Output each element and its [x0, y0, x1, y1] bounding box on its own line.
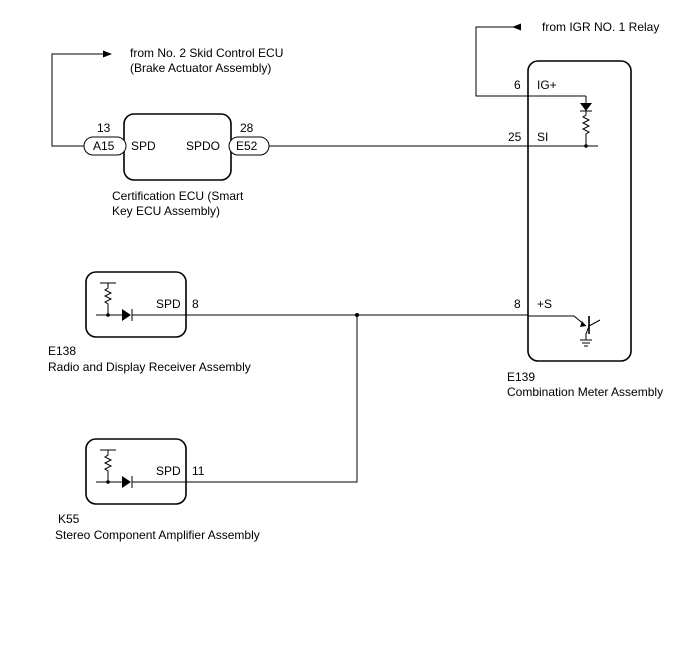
- meter-name-label: Combination Meter Assembly: [507, 385, 663, 399]
- skid-control-source: from No. 2 Skid Control ECU (Brake Actua…: [51, 46, 283, 147]
- resistor-icon: [581, 111, 591, 146]
- terminal-ig-label: IG+: [537, 78, 557, 92]
- amp-terminal-label: SPD: [156, 464, 181, 478]
- certification-ecu-caption-2: Key ECU Assembly): [112, 204, 220, 218]
- junction-dot: [584, 144, 588, 148]
- resistor-icon: [103, 283, 113, 315]
- radio-name-label: Radio and Display Receiver Assembly: [48, 360, 251, 374]
- amp-code-label: K55: [58, 512, 80, 526]
- radio-terminal-label: SPD: [156, 297, 181, 311]
- radio-receiver-box: [85, 271, 187, 338]
- transistor-icon: [528, 315, 601, 340]
- wire-amp-branch: [132, 315, 358, 483]
- terminal-si-label: SI: [537, 130, 548, 144]
- certification-ecu: A15 13 SPD SPDO E52 28 Certification ECU…: [83, 113, 270, 218]
- terminal-spd-label: SPD: [131, 139, 156, 153]
- pin-13-label: 13: [97, 121, 111, 135]
- certification-ecu-caption-1: Certification ECU (Smart: [112, 189, 244, 203]
- meter-code-label: E139: [507, 370, 535, 384]
- junction-dot: [106, 313, 110, 317]
- arrow-icon: [512, 23, 521, 31]
- amp-pin-label: 11: [192, 464, 205, 478]
- skid-source-label-2: (Brake Actuator Assembly): [130, 61, 271, 75]
- stereo-amplifier-box: [85, 438, 187, 505]
- combination-meter-box: [527, 60, 632, 362]
- radio-code-label: E138: [48, 344, 76, 358]
- radio-pin-label: 8: [192, 297, 199, 311]
- wire-igr: [475, 26, 586, 97]
- pin-25-label: 25: [508, 130, 522, 144]
- radio-receiver: SPD 8 E138 Radio and Display Receiver As…: [48, 271, 251, 374]
- igr-source-label: from IGR NO. 1 Relay: [542, 20, 659, 34]
- diode-icon: [122, 309, 131, 321]
- combination-meter: from IGR NO. 1 Relay 6 IG+ 25 SI 8 +S E1…: [475, 20, 663, 399]
- junction-dot: [106, 480, 110, 484]
- terminal-spdo-label: SPDO: [186, 139, 220, 153]
- arrow-icon: [103, 50, 112, 58]
- pin-28-label: 28: [240, 121, 254, 135]
- skid-source-label-1: from No. 2 Skid Control ECU: [130, 46, 283, 60]
- pin-6-label: 6: [514, 78, 521, 92]
- amp-name-label: Stereo Component Amplifier Assembly: [55, 528, 260, 542]
- connector-a15: [83, 136, 127, 156]
- stereo-amplifier: SPD 11 K55 Stereo Component Amplifier As…: [55, 438, 260, 542]
- diode-icon: [580, 103, 592, 111]
- resistor-icon: [103, 450, 113, 482]
- connector-e52-label: E52: [236, 139, 258, 153]
- pin-8-meter-label: 8: [514, 297, 521, 311]
- terminal-s-label: +S: [537, 297, 552, 311]
- diode-icon: [122, 476, 131, 488]
- ground-icon: [580, 339, 592, 347]
- connector-a15-label: A15: [93, 139, 115, 153]
